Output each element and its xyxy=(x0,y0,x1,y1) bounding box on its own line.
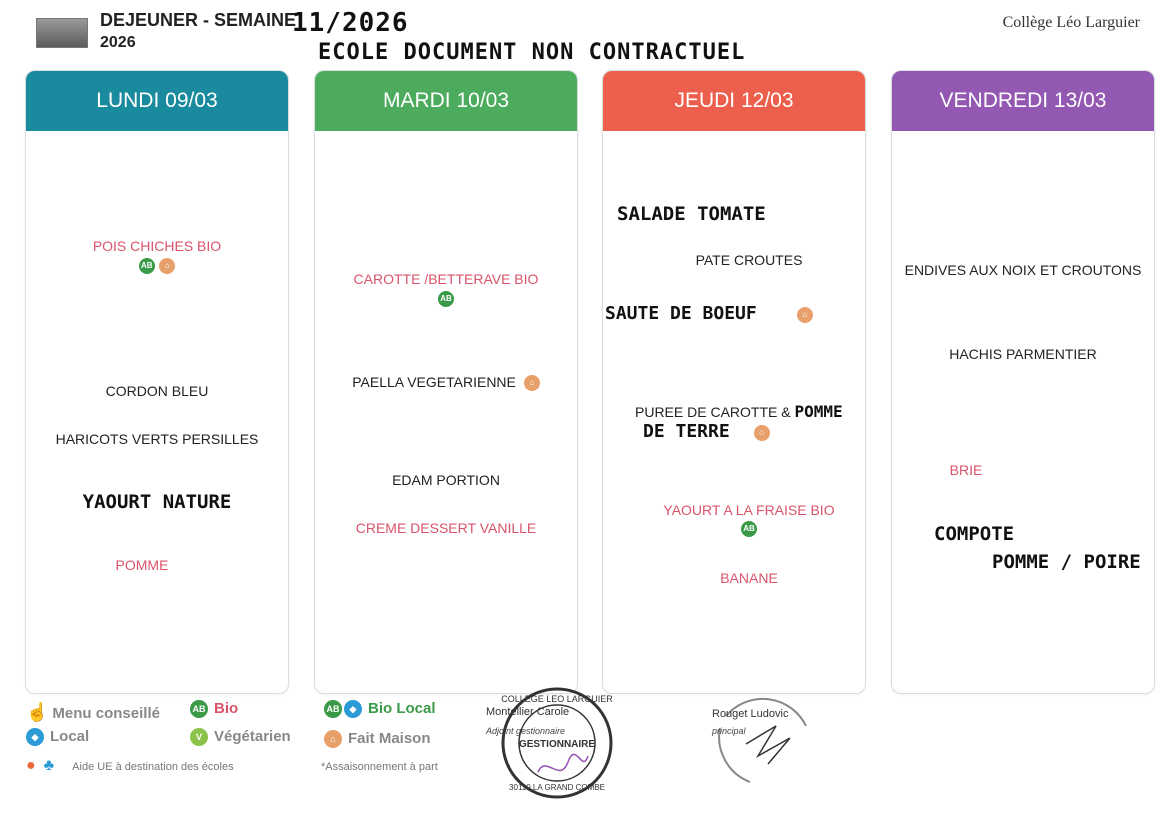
fruit-icon: ● xyxy=(26,757,36,774)
fait-maison-icon: ⌂ xyxy=(753,425,770,442)
signature-scribble xyxy=(537,753,589,773)
handwritten-week-number: 11/2026 xyxy=(292,8,409,38)
fait-maison-icon: ⌂ xyxy=(324,730,342,749)
bio-icon: AB xyxy=(190,700,208,719)
legend-bio-local: AB◆Bio Local xyxy=(324,700,436,719)
day-card-friday: VENDREDI 13/03 ENDIVES AUX NOIX ET CROUT… xyxy=(891,70,1155,694)
day-header: LUNDI 09/03 xyxy=(26,71,288,131)
menu-item-text: PUREE DE CAROTTE & xyxy=(635,404,791,420)
menu-item-handwritten: YAOURT NATURE xyxy=(82,491,232,513)
menu-item: BANANE xyxy=(720,570,778,586)
bio-icon: AB xyxy=(324,700,342,719)
menu-item-handwritten: COMPOTE xyxy=(934,523,1015,545)
day-header: VENDREDI 13/03 xyxy=(892,71,1154,131)
menu-item-composite: PUREE DE CAROTTE & POMME xyxy=(635,402,865,421)
menu-title: DEJEUNER - SEMAINE xyxy=(100,10,297,30)
day-header: JEUDI 12/03 xyxy=(603,71,865,131)
principal-role: principal xyxy=(712,726,746,736)
leaf-icon: V xyxy=(190,728,208,747)
legend-assaisonnement: *Assaisonnement à part xyxy=(321,761,438,773)
menu-item-composite: DE TERRE ⌂ xyxy=(643,421,865,442)
menu-item-with-icon: PAELLA VEGETARIENNE ⌂ xyxy=(315,374,577,392)
menu-item: PATE CROUTES xyxy=(695,252,803,268)
legend-aide-ue: ●♣Aide UE à destination des écoles xyxy=(26,757,234,774)
menu-item: CREME DESSERT VANILLE xyxy=(355,520,537,536)
school-photo-thumbnail xyxy=(36,18,88,48)
bio-icon: AB xyxy=(741,520,757,537)
item-labels: AB ⌂ xyxy=(26,257,288,275)
legend-fait-maison: ⌂Fait Maison xyxy=(324,730,431,749)
handwritten-notice: ECOLE DOCUMENT NON CONTRACTUEL xyxy=(318,40,746,65)
local-icon: ◆ xyxy=(344,700,362,719)
menu-item: HARICOTS VERTS PERSILLES xyxy=(55,431,259,447)
fait-maison-icon: ⌂ xyxy=(159,257,176,274)
thumbs-up-icon: ☝ xyxy=(26,702,49,722)
bio-icon: AB xyxy=(138,257,155,274)
menu-item: EDAM PORTION xyxy=(392,472,500,488)
signature-scribble xyxy=(745,725,791,765)
day-card-tuesday: MARDI 10/03 CAROTTE /BETTERAVE BIO AB PA… xyxy=(314,70,578,694)
menu-item-with-icon: SAUTE DE BOEUF ⌂ xyxy=(605,303,865,324)
fait-maison-icon: ⌂ xyxy=(796,307,813,324)
svg-text:COLLEGE LEO LARGUIER: COLLEGE LEO LARGUIER xyxy=(501,694,613,704)
menu-item: HACHIS PARMENTIER xyxy=(949,346,1097,362)
menu-item-handwritten: POMME xyxy=(794,402,843,421)
menu-item: YAOURT A LA FRAISE BIO xyxy=(663,502,835,518)
svg-text:30110 LA GRAND COMBE: 30110 LA GRAND COMBE xyxy=(509,783,605,792)
menu-item: POIS CHICHES BIO xyxy=(92,238,222,254)
gestionnaire-stamp: COLLEGE LEO LARGUIER GESTIONNAIRE 30110 … xyxy=(501,687,613,799)
menu-item: CORDON BLEU xyxy=(105,383,209,399)
menu-item-handwritten: SALADE TOMATE xyxy=(617,203,766,225)
legend-local: ◆Local xyxy=(26,728,89,747)
local-icon: ◆ xyxy=(26,728,44,747)
item-labels: AB xyxy=(315,290,577,308)
gestionnaire-name: Montellier Carole xyxy=(486,706,570,718)
principal-name: Rouget Ludovic xyxy=(712,708,789,720)
day-header: MARDI 10/03 xyxy=(315,71,577,131)
school-name: Collège Léo Larguier xyxy=(1002,14,1140,31)
menu-item: POMME xyxy=(115,557,169,573)
menu-item: CAROTTE /BETTERAVE BIO xyxy=(353,271,539,287)
menu-item-text: PAELLA VEGETARIENNE xyxy=(352,374,516,390)
svg-text:GESTIONNAIRE: GESTIONNAIRE xyxy=(519,739,595,750)
bio-icon: AB xyxy=(438,290,454,307)
item-labels: AB xyxy=(633,520,865,538)
menu-item-handwritten: SAUTE DE BOEUF xyxy=(605,303,757,324)
day-card-thursday: JEUDI 12/03 SALADE TOMATE PATE CROUTES S… xyxy=(602,70,866,694)
menu-item: ENDIVES AUX NOIX ET CROUTONS xyxy=(904,262,1142,278)
menu-item-handwritten: POMME / POIRE xyxy=(992,551,1141,573)
day-card-monday: LUNDI 09/03 POIS CHICHES BIO AB ⌂ CORDON… xyxy=(25,70,289,694)
menu-item: BRIE xyxy=(949,462,983,478)
menu-item-handwritten: DE TERRE xyxy=(643,421,730,442)
menu-year: 2026 xyxy=(100,34,136,51)
legend-menu-conseille: ☝Menu conseillé xyxy=(26,702,160,722)
principal-stamp xyxy=(718,697,807,783)
gestionnaire-role: Adjoint gestionnaire xyxy=(486,726,566,736)
fait-maison-icon: ⌂ xyxy=(523,375,540,392)
milk-icon: ♣ xyxy=(43,757,55,774)
